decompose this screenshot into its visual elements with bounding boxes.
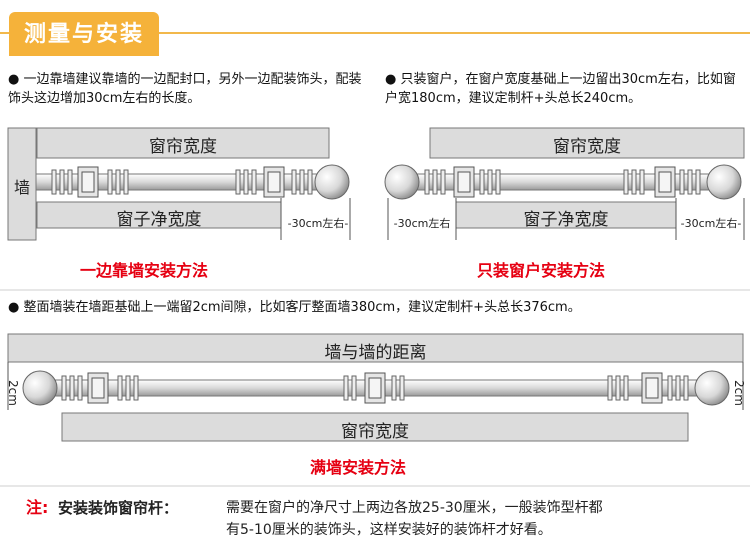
- curtain-width-bar: [61, 412, 689, 442]
- s2-extra-left: -30cm左右: [393, 217, 451, 230]
- gap-label-left: 2cm: [6, 380, 20, 406]
- wall-label: 墙: [13, 178, 30, 197]
- s3-curtain-width-label: 窗帘宽度: [341, 422, 409, 442]
- note-subject: 安装装饰窗帘杆：: [58, 499, 179, 517]
- section-title: 测量与安装: [9, 12, 159, 56]
- s1-extra-label: -30cm左右-: [287, 217, 349, 230]
- finial-ball: [384, 164, 420, 200]
- section2-text: ● 只装窗户，在窗户宽度基础上一边留出30cm左右，比如窗户宽180cm，建议定…: [385, 72, 736, 106]
- header-rule: [0, 32, 750, 34]
- diagram-window-only: [384, 127, 745, 240]
- s1-caption: 一边靠墙安装方法: [80, 261, 209, 280]
- s2-curtain-width-label: 窗帘宽度: [553, 137, 621, 157]
- finial-ball: [22, 370, 58, 406]
- window-width-bar: [455, 201, 677, 229]
- finial-ball: [314, 164, 350, 200]
- curtain-width-bar: [36, 127, 330, 159]
- diagram-full-wall: [7, 333, 744, 442]
- s2-caption: 只装窗户安装方法: [477, 261, 606, 280]
- note-line1: 需要在窗户的净尺寸上两边各放25-30厘米，一般装饰型杆都: [226, 500, 603, 516]
- wall-distance-label: 墙与墙的距离: [324, 343, 427, 363]
- section1-text: ● 一边靠墙建议靠墙的一边配封口，另外一边配装饰头，配装饰头这边增加30cm左右…: [8, 72, 362, 106]
- s2-extra-right: -30cm左右-: [680, 217, 742, 230]
- s1-curtain-width-label: 窗帘宽度: [149, 137, 217, 157]
- s1-window-width-label: 窗子净宽度: [116, 210, 202, 230]
- note-line2: 有5-10厘米的装饰头，这样安装好的装饰杆才好看。: [226, 522, 552, 538]
- section3-text: ● 整面墙装在墙距基础上一端留2cm间隙，比如客厅整面墙380cm，建议定制杆+…: [8, 300, 581, 315]
- rod-rings: [424, 169, 701, 195]
- note-prefix: 注:: [26, 498, 49, 517]
- s2-window-width-label: 窗子净宽度: [523, 210, 609, 230]
- s3-caption: 满墙安装方法: [310, 458, 407, 477]
- finial-ball: [706, 164, 742, 200]
- diagram-wall-side: [7, 127, 351, 241]
- curtain-width-bar: [429, 127, 745, 159]
- wall-distance-bar: [7, 333, 744, 363]
- rod-rings: [61, 375, 689, 401]
- gap-label-right: 2cm: [732, 380, 746, 406]
- rod-rings: [51, 169, 313, 195]
- finial-ball: [694, 370, 730, 406]
